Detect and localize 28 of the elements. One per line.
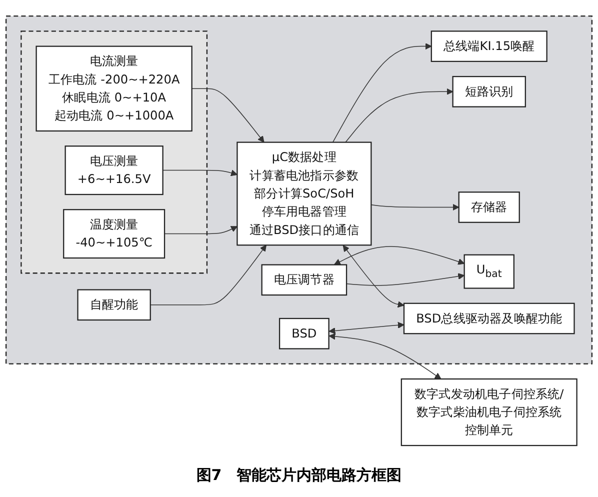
node-box: BSD总线驱动器及唤醒功能 (403, 303, 575, 334)
node-box: 电流测量 工作电流 -200~+220A 休眠电流 0~+10A 起动电流 0~+1000A (36, 46, 192, 132)
node-box: 电压调节器 (261, 264, 348, 296)
arrow (162, 170, 238, 176)
node-box: 总线端KI.15唤醒 (430, 30, 548, 62)
cluster (6, 16, 592, 365)
arrow (328, 333, 442, 380)
cluster (20, 30, 208, 274)
node-box: 短路识别 (452, 76, 526, 108)
arrow (150, 245, 267, 306)
arrow (164, 226, 238, 234)
node-box: 电压测量 +6~+16.5V (64, 146, 164, 196)
arrow (346, 273, 465, 286)
arrow (342, 245, 404, 308)
arrow (334, 246, 465, 266)
node-box: 自醒功能 (77, 289, 151, 321)
arrow (370, 204, 460, 211)
arrow (332, 43, 432, 143)
figure-caption: 图7 智能芯片内部电路方框图 (196, 466, 402, 485)
node-box: 温度测量 -40~+105℃ (63, 209, 166, 259)
arrow (345, 88, 454, 143)
node-box: μC数据处理 计算蓄电池指示参数 部分计算SoC/SoH 停车用电器管理 通过BSD接口的通信 (236, 142, 372, 246)
node-box: 数字式发动机电子伺控系统/数字式柴油机电子伺控系统控制单元 (400, 378, 578, 446)
node-box: BSD (278, 318, 330, 350)
node-box: 存储器 (458, 192, 520, 224)
node-box: U$_{bat}$ (464, 254, 514, 290)
arrow (328, 322, 404, 334)
arrow (191, 88, 264, 143)
